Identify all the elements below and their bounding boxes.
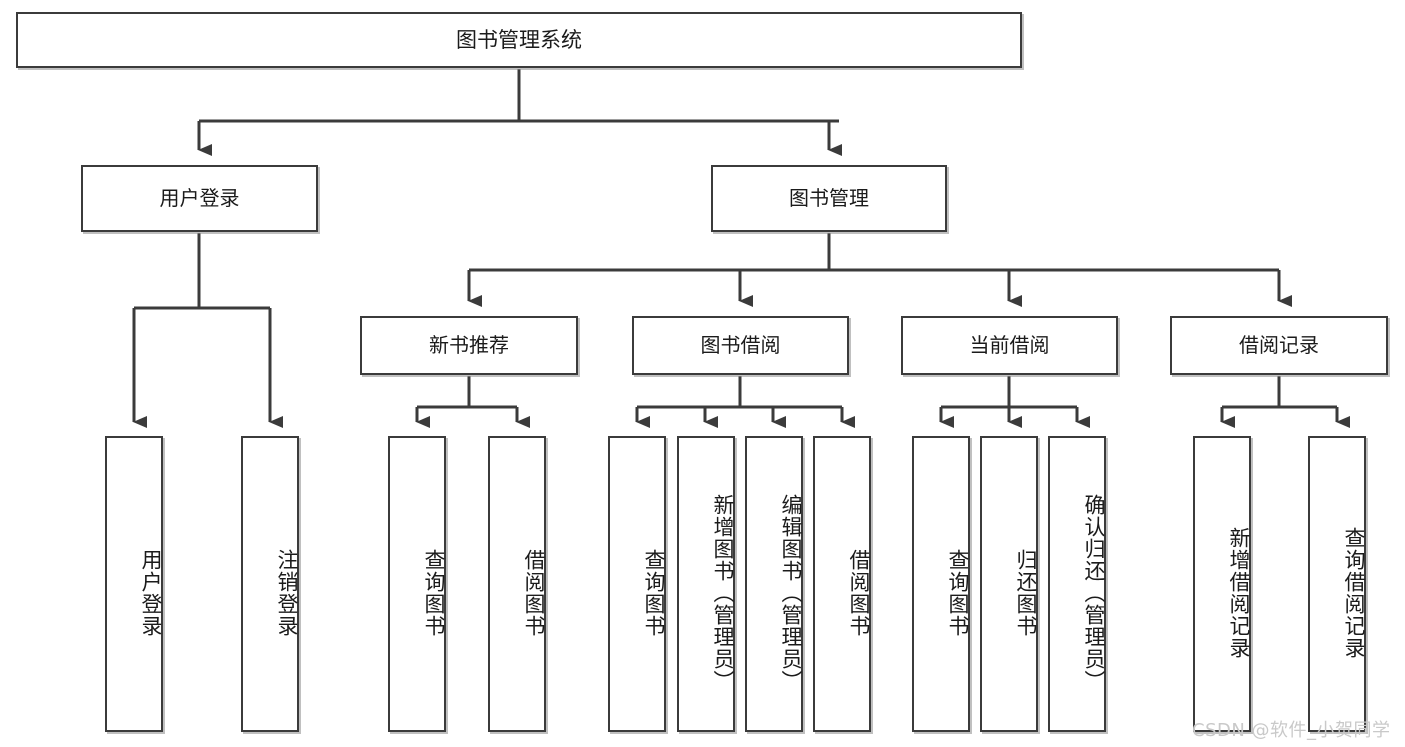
node-label: 编辑图书（管理员）	[779, 494, 803, 692]
leaf-add-book-admin[interactable]: 新增图书（管理员）	[677, 436, 735, 732]
leaf-borrow-book[interactable]: 借阅图书	[813, 436, 871, 732]
node-label: 新书推荐	[429, 333, 509, 357]
leaf-borrow-book-recommend[interactable]: 借阅图书	[488, 436, 546, 732]
node-label: 查询图书	[946, 549, 970, 637]
node-label: 查询借阅记录	[1342, 527, 1366, 659]
node-label: 查询图书	[422, 549, 446, 637]
leaf-query-book-recommend[interactable]: 查询图书	[388, 436, 446, 732]
leaf-query-borrow-record[interactable]: 查询借阅记录	[1308, 436, 1366, 732]
node-user-login[interactable]: 用户登录	[81, 165, 318, 232]
node-label: 图书管理	[789, 186, 869, 210]
node-label: 新增图书（管理员）	[711, 494, 735, 692]
node-label: 借阅记录	[1239, 333, 1319, 357]
node-current-borrow[interactable]: 当前借阅	[901, 316, 1118, 375]
node-new-book-recommend[interactable]: 新书推荐	[360, 316, 578, 375]
node-label: 查询图书	[642, 549, 666, 637]
leaf-user-login[interactable]: 用户登录	[105, 436, 163, 732]
node-label: 借阅图书	[522, 549, 546, 637]
leaf-query-book[interactable]: 查询图书	[608, 436, 666, 732]
node-book-borrow[interactable]: 图书借阅	[632, 316, 849, 375]
node-root-system[interactable]: 图书管理系统	[16, 12, 1022, 68]
node-label: 借阅图书	[847, 549, 871, 637]
leaf-confirm-return-admin[interactable]: 确认归还（管理员）	[1048, 436, 1106, 732]
node-label: 当前借阅	[969, 333, 1050, 357]
node-borrow-record[interactable]: 借阅记录	[1170, 316, 1388, 375]
leaf-edit-book-admin[interactable]: 编辑图书（管理员）	[745, 436, 803, 732]
leaf-query-book-current[interactable]: 查询图书	[912, 436, 970, 732]
node-label: 注销登录	[275, 549, 299, 637]
node-label: 图书借阅	[700, 333, 781, 357]
node-label: 用户登录	[139, 549, 163, 637]
node-book-management[interactable]: 图书管理	[711, 165, 947, 232]
node-label: 归还图书	[1014, 549, 1038, 637]
leaf-logout[interactable]: 注销登录	[241, 436, 299, 732]
leaf-add-borrow-record[interactable]: 新增借阅记录	[1193, 436, 1251, 732]
node-label: 确认归还（管理员）	[1082, 494, 1106, 692]
leaf-return-book[interactable]: 归还图书	[980, 436, 1038, 732]
watermark: CSDN @软件_小贺同学	[1192, 720, 1391, 741]
node-label: 用户登录	[159, 186, 240, 210]
node-label: 新增借阅记录	[1227, 527, 1251, 659]
node-root-label: 图书管理系统	[456, 27, 582, 52]
